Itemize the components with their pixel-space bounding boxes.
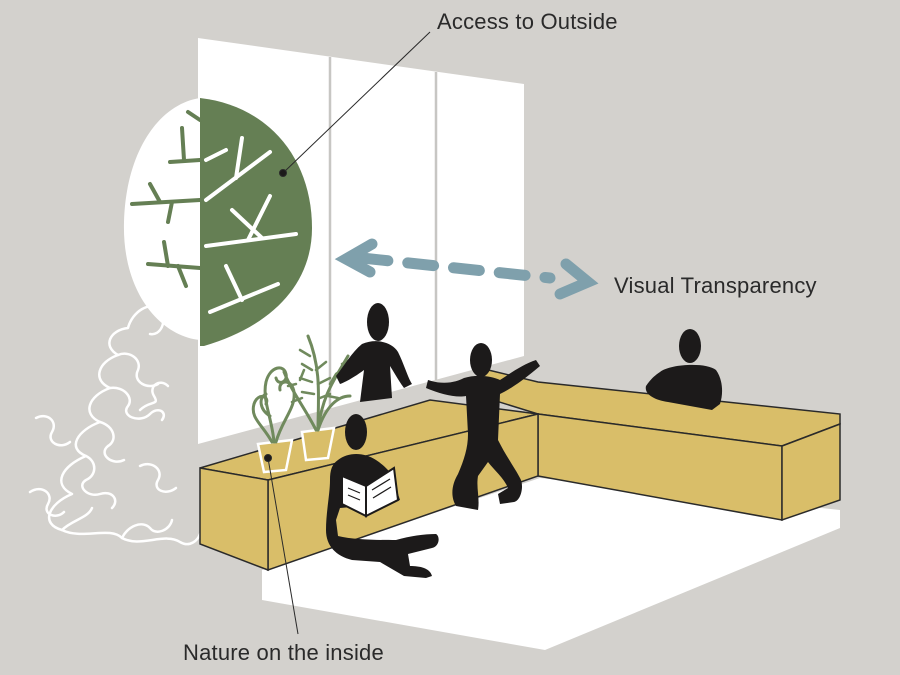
bench-back-section: [479, 367, 841, 522]
tree-canopy-outside: [123, 98, 200, 340]
window-mullions: [328, 57, 438, 408]
person-kneeling: [426, 343, 540, 510]
label-nature-on-the-inside: Nature on the inside: [183, 640, 384, 665]
visual-transparency-arrow: [334, 238, 599, 300]
person-at-window: [336, 303, 412, 402]
label-visual-transparency: Visual Transparency: [614, 273, 817, 298]
potted-fern-plant: [282, 334, 352, 462]
annotation-leaders: [264, 31, 431, 635]
tree-branches: [130, 110, 298, 314]
potted-curly-plant: [251, 366, 296, 474]
outdoor-shrub-outline: [28, 305, 202, 546]
floor: [262, 478, 840, 650]
open-book: [341, 466, 400, 518]
person-behind-bench: [645, 329, 723, 410]
label-access-to-outside: Access to Outside: [437, 9, 618, 34]
